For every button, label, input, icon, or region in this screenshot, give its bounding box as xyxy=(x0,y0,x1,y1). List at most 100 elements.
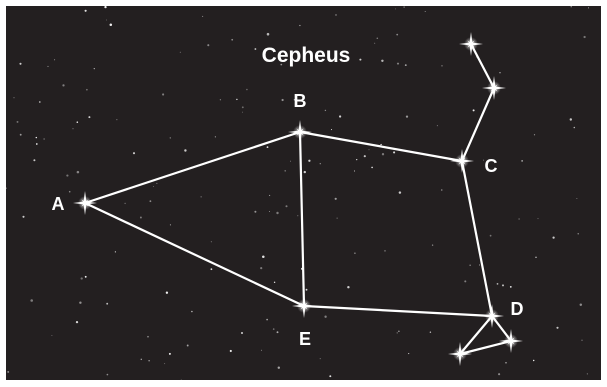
background-star xyxy=(13,97,14,98)
background-star xyxy=(306,289,308,291)
background-star xyxy=(397,63,399,65)
background-star xyxy=(133,152,135,154)
background-star xyxy=(76,321,78,323)
background-star xyxy=(354,171,355,172)
background-star xyxy=(77,171,80,174)
background-star xyxy=(405,64,407,66)
background-star xyxy=(22,216,24,218)
background-star xyxy=(149,200,151,202)
background-star xyxy=(274,282,275,283)
line-upper-top xyxy=(471,44,494,88)
background-star xyxy=(320,358,321,359)
background-star xyxy=(521,160,523,162)
background-star xyxy=(51,335,52,336)
background-star xyxy=(73,128,74,129)
background-star xyxy=(556,327,558,329)
background-star xyxy=(502,284,504,286)
background-star xyxy=(498,373,500,375)
background-star xyxy=(33,159,35,161)
background-star xyxy=(170,224,171,225)
background-star xyxy=(441,65,442,66)
background-star xyxy=(325,110,326,111)
background-star xyxy=(331,129,332,130)
background-star xyxy=(324,316,326,318)
background-star xyxy=(574,127,576,129)
background-star xyxy=(374,43,375,44)
background-star xyxy=(6,187,7,189)
background-star xyxy=(535,257,536,258)
background-star xyxy=(269,211,270,212)
background-star xyxy=(79,301,81,303)
background-star xyxy=(147,336,149,338)
background-star xyxy=(230,350,232,352)
background-star xyxy=(19,63,21,65)
background-star xyxy=(211,268,213,270)
background-star xyxy=(297,215,298,216)
background-star xyxy=(583,36,585,38)
background-star xyxy=(141,359,142,360)
constellation-title: Cepheus xyxy=(262,44,351,67)
background-star xyxy=(20,134,22,136)
background-star xyxy=(69,191,71,193)
background-star xyxy=(285,205,287,207)
background-star xyxy=(384,250,385,251)
background-star xyxy=(7,371,9,373)
constellation-stars xyxy=(73,32,523,366)
background-star xyxy=(273,328,275,330)
background-star xyxy=(464,280,466,282)
background-star xyxy=(242,106,244,108)
background-star xyxy=(339,115,341,117)
star-c xyxy=(450,149,474,173)
background-star xyxy=(588,7,589,8)
background-star xyxy=(269,195,270,196)
background-star xyxy=(86,89,88,91)
background-star xyxy=(282,99,284,101)
background-star xyxy=(441,189,442,190)
background-star xyxy=(329,375,331,377)
background-star xyxy=(578,233,579,234)
background-star xyxy=(254,48,256,50)
background-star xyxy=(262,256,265,259)
background-star xyxy=(510,286,512,288)
star-a xyxy=(73,191,97,215)
background-star xyxy=(499,72,500,73)
background-star xyxy=(261,350,262,351)
star-top xyxy=(459,32,483,56)
background-star xyxy=(220,99,221,100)
line-e-d xyxy=(304,306,492,316)
background-star xyxy=(404,7,405,8)
background-star xyxy=(497,283,499,285)
cepheus-diagram: Cepheus A B C D E xyxy=(6,6,601,380)
background-star xyxy=(116,119,117,120)
background-star xyxy=(201,196,202,197)
background-star xyxy=(88,116,90,118)
background-star xyxy=(587,373,588,374)
background-star xyxy=(181,379,182,380)
background-star xyxy=(299,25,300,26)
line-a-e xyxy=(85,203,304,306)
background-star xyxy=(382,153,384,155)
background-star xyxy=(236,99,237,100)
background-star xyxy=(337,218,338,219)
background-star xyxy=(164,363,165,364)
background-star xyxy=(124,203,125,204)
background-star xyxy=(430,331,431,332)
background-star xyxy=(576,198,577,199)
background-star xyxy=(36,143,38,145)
background-star xyxy=(335,14,336,15)
background-star xyxy=(571,6,572,7)
background-star xyxy=(153,186,154,187)
background-star xyxy=(470,265,471,266)
background-star xyxy=(231,39,233,41)
background-star xyxy=(490,235,492,237)
background-star xyxy=(356,159,357,160)
background-star xyxy=(85,10,87,12)
background-star xyxy=(156,183,157,184)
background-star xyxy=(115,251,116,252)
star-lower-right xyxy=(499,329,523,353)
background-star xyxy=(359,59,361,61)
night-sky-panel: Cepheus A B C D E xyxy=(6,6,601,380)
background-star xyxy=(202,16,203,17)
background-star xyxy=(246,89,248,91)
background-star xyxy=(397,332,398,333)
